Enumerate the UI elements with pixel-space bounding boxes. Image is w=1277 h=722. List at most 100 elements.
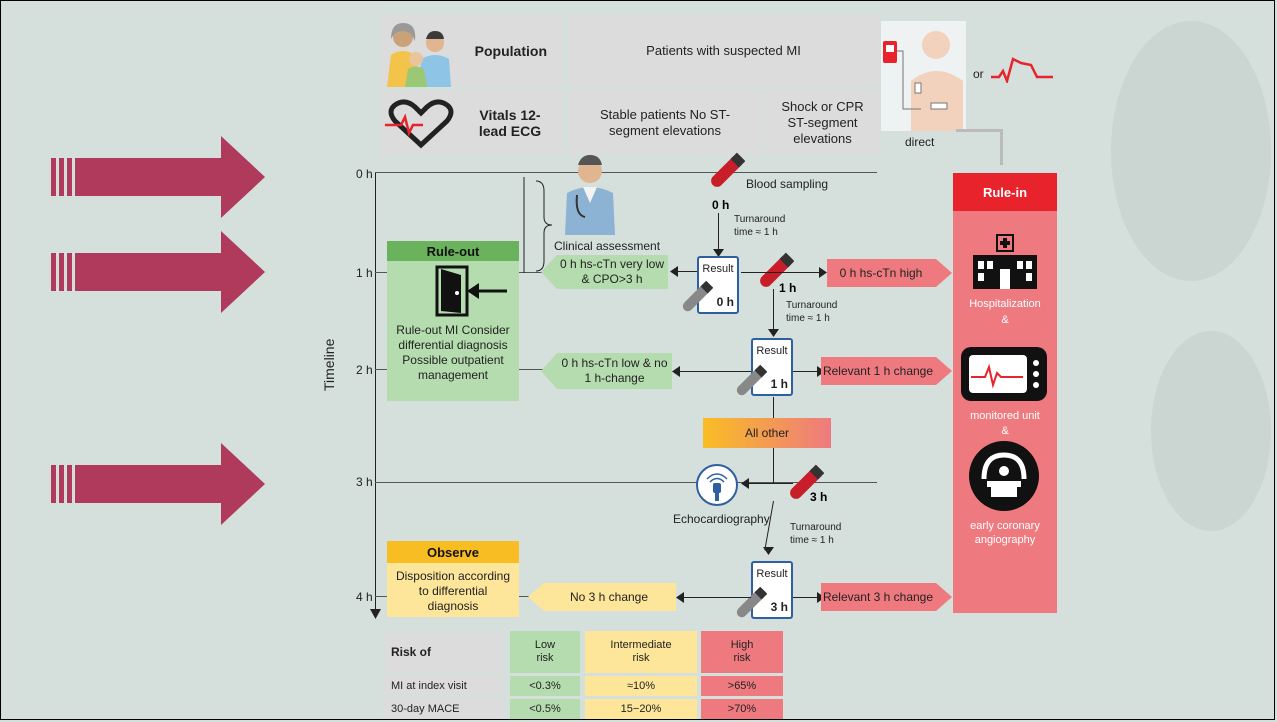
risk-cell: <0.3% <box>510 676 580 696</box>
pill-very-low: 0 h hs-cTn very low & CPO>3 h <box>559 257 665 286</box>
risk-cell: >70% <box>701 699 783 719</box>
pill-relevant-3h-shape <box>821 583 952 611</box>
arrowhead-down-icon <box>763 547 774 555</box>
risk-row-2-intermediate: 15−20% <box>620 702 662 715</box>
risk-row-2-low: <0.5% <box>529 702 561 715</box>
turnaround-3h: Turnaround time ≈ 1 h <box>790 522 842 546</box>
connector-0h-down <box>718 213 719 253</box>
tick-3h: 3 h <box>356 475 373 489</box>
stable-box: Stable patients No ST-segment elevations <box>568 91 762 155</box>
arrowhead-left-icon <box>676 592 684 603</box>
population-people-icon <box>387 23 451 87</box>
brace-icon <box>523 177 553 273</box>
echo-icon <box>696 464 738 506</box>
risk-col-high: High risk <box>701 631 783 673</box>
background-blob <box>1111 21 1271 281</box>
heart-ecg-icon <box>385 99 454 149</box>
rule-in-and-2: & <box>1001 425 1009 437</box>
background-blob <box>1151 331 1271 531</box>
pill-no-3h-shape <box>528 583 676 611</box>
risk-row-label: 30-day MACE <box>385 699 503 719</box>
population-text: Patients with suspected MI <box>646 43 801 58</box>
gray-tube-icon <box>682 280 713 312</box>
risk-row-2-label: 30-day MACE <box>391 702 460 715</box>
connector-2h-left <box>679 371 751 372</box>
blood-tube-icon <box>711 152 745 187</box>
left-arrow-icon <box>51 231 265 313</box>
observe-box <box>387 563 519 617</box>
gridline-3h <box>375 482 877 483</box>
risk-row-1-high: >65% <box>727 679 757 692</box>
risk-row-label: MI at index visit <box>385 676 503 696</box>
st-elevation-ecg-icon <box>991 57 1053 83</box>
direct-text: direct <box>905 135 935 149</box>
all-other-label: All other <box>744 426 790 440</box>
tick-0h: 0 h <box>356 167 373 181</box>
connector-4h-left <box>683 597 751 598</box>
vitals-box: Vitals 12-lead ECG <box>381 91 563 155</box>
rule-in-title: Rule-in <box>982 184 1028 200</box>
arrowhead-down-icon <box>713 249 724 257</box>
turnaround-1h: Turnaround time ≈ 1 h <box>786 300 838 324</box>
tick-2h: 2 h <box>356 363 373 377</box>
risk-col-low: Low risk <box>510 631 580 673</box>
pill-relevant-1h: Relevant 1 h change <box>822 364 934 378</box>
time-1h-label: 1 h <box>779 281 797 295</box>
observe-title: Observe <box>426 544 480 560</box>
gray-tube-icon <box>736 586 767 618</box>
rule-in-header: Rule-in <box>953 173 1057 211</box>
patient-icon <box>883 31 963 131</box>
risk-row-1-label: MI at index visit <box>391 679 467 692</box>
result-0h-time: 0 h <box>716 295 734 309</box>
stable-text: Stable patients No ST-segment elevations <box>599 107 731 138</box>
pill-low-no-change: 0 h hs-cTn low & no 1 h-change <box>561 356 668 385</box>
arrowhead-down-icon <box>768 329 779 337</box>
gray-tube-icon <box>736 364 767 396</box>
angiography-icon <box>969 441 1039 511</box>
pill-low-shape <box>541 353 672 389</box>
doctor-icon <box>565 155 615 235</box>
arrowhead-left-icon <box>670 266 678 277</box>
result-3h-title: Result <box>756 568 788 580</box>
left-arrow-icon <box>51 136 265 218</box>
pill-relevant-3h: Relevant 3 h change <box>822 590 934 604</box>
pill-relevant-1h-shape <box>821 357 952 385</box>
angiography-label: early coronary angiography <box>970 520 1040 546</box>
rule-out-title: Rule-out <box>426 243 480 259</box>
time-3h-label: 3 h <box>810 490 828 504</box>
pill-very-low-shape <box>541 255 668 289</box>
clinical-assessment-label: Clinical assessment <box>554 239 661 253</box>
risk-row-2-high: >70% <box>727 702 757 715</box>
direct-connector <box>956 129 1003 132</box>
tick-1h: 1 h <box>356 266 373 280</box>
connector-1h-down <box>773 289 774 333</box>
risk-cell: >65% <box>701 676 783 696</box>
turnaround-0h: Turnaround time ≈ 1 h <box>734 214 786 238</box>
arrowhead-right-icon <box>819 267 827 278</box>
risk-col-intermediate-text: Intermediate risk <box>610 639 672 664</box>
rule-out-header: Rule-out <box>387 241 519 261</box>
shock-text: Shock or CPR ST-segment elevations <box>781 99 864 146</box>
connector-0h-left <box>677 271 697 272</box>
rule-in-and-1: & <box>1001 314 1009 326</box>
timeline-axis <box>375 173 376 613</box>
population-label: Population <box>474 43 547 59</box>
time-0h-label: 0 h <box>712 198 730 212</box>
monitor-icon <box>961 347 1047 401</box>
arrowhead-left-icon <box>741 478 749 489</box>
or-text: or <box>973 67 984 81</box>
shock-box: Shock or CPR ST-segment elevations <box>766 91 879 155</box>
all-other-box: All other <box>703 418 831 448</box>
blood-tube-icon <box>790 464 824 499</box>
pill-high: 0 h hs-cTn high <box>839 266 923 280</box>
risk-header: Risk of <box>385 631 503 673</box>
risk-col-intermediate: Intermediate risk <box>585 631 697 673</box>
rule-out-text: Rule-out MI Consider differential diagno… <box>396 323 510 382</box>
blood-tube-icon <box>760 252 794 287</box>
observe-header: Observe <box>387 541 519 563</box>
connector-4h-right <box>793 597 819 598</box>
observe-text: Disposition according to differential di… <box>395 569 511 613</box>
tick-4h: 4 h <box>356 590 373 604</box>
patient-monitor-image <box>881 21 966 131</box>
